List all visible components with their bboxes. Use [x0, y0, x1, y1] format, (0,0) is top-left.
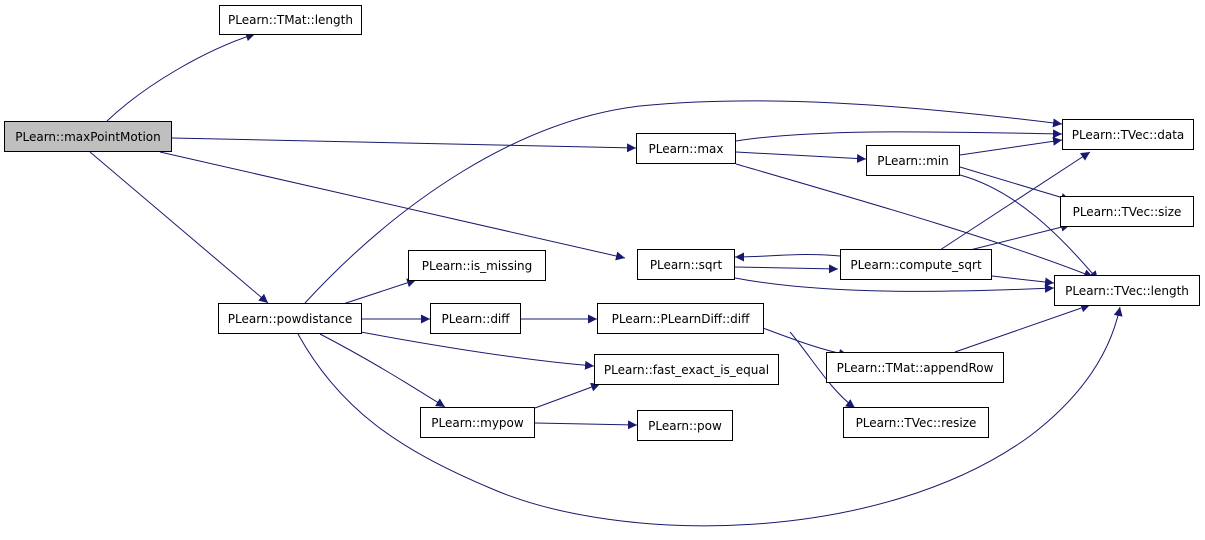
edge-mypow-to-fast-exact-is-equal [534, 382, 601, 409]
edge-appendrow-to-tvec-length [954, 303, 1091, 353]
node-tmat-length[interactable]: PLearn::TMat::length [219, 5, 362, 35]
edge-max-to-tvec-length [735, 163, 1094, 278]
node-tvec-length[interactable]: PLearn::TVec::length [1054, 275, 1200, 306]
edge-min-to-tvec-data [959, 136, 1063, 156]
edge-max-to-min [735, 151, 867, 164]
edge-maxpointmotion-to-tmat-length [106, 32, 256, 122]
edge-powdistance-to-tvec-length [297, 306, 1123, 527]
edge-powdistance-to-mypow [319, 333, 446, 408]
node-tvec-data[interactable]: PLearn::TVec::data [1062, 119, 1194, 150]
node-compute-sqrt[interactable]: PLearn::compute_sqrt [840, 249, 992, 280]
node-mypow[interactable]: PLearn::mypow [420, 407, 535, 438]
edge-maxpointmotion-to-sqrt [159, 151, 626, 261]
node-min[interactable]: PLearn::min [866, 145, 960, 176]
edge-plearndiff-diff-to-appendrow [754, 324, 849, 358]
edge-min-to-tvec-size [959, 166, 1071, 202]
edge-powdistance-to-tvec-data [304, 100, 1063, 304]
edge-powdistance-to-fast-exact-is-equal [349, 329, 595, 370]
edge-compute-sqrt-to-tvec-length [991, 275, 1055, 287]
edge-maxpointmotion-to-powdistance [89, 151, 269, 304]
node-maxpointmotion: PLearn::maxPointMotion [4, 121, 172, 152]
edge-sqrt-to-compute-sqrt [734, 264, 839, 274]
node-fast-exact-is-equal[interactable]: PLearn::fast_exact_is_equal [594, 354, 779, 385]
node-is-missing[interactable]: PLearn::is_missing [408, 250, 546, 281]
node-plearndiff-diff[interactable]: PLearn::PLearnDiff::diff [597, 303, 764, 334]
node-powdistance[interactable]: PLearn::powdistance [218, 303, 362, 334]
edge-sqrt-to-tvec-length [734, 277, 1055, 293]
edge-plearndiff-diff-to-tvec-resize [789, 331, 856, 409]
edge-maxpointmotion-to-max [171, 137, 637, 153]
node-tvec-size[interactable]: PLearn::TVec::size [1060, 196, 1194, 227]
node-tvec-resize[interactable]: PLearn::TVec::resize [843, 407, 989, 438]
edge-compute-sqrt-to-tvec-data [939, 151, 1091, 251]
edge-min-to-tvec-length [959, 174, 1099, 281]
edge-compute-sqrt-to-tvec-size [969, 222, 1071, 251]
node-diff[interactable]: PLearn::diff [430, 303, 521, 334]
node-tmat-appendrow[interactable]: PLearn::TMat::appendRow [826, 352, 1004, 383]
node-pow[interactable]: PLearn::pow [637, 410, 733, 441]
node-sqrt[interactable]: PLearn::sqrt [637, 249, 735, 280]
edge-compute-sqrt-to-sqrt [734, 252, 841, 262]
edge-mypow-to-pow [534, 420, 638, 430]
edge-powdistance-to-is-missing [339, 278, 417, 306]
edge-max-to-tvec-data [735, 129, 1063, 142]
node-max[interactable]: PLearn::max [636, 133, 736, 164]
